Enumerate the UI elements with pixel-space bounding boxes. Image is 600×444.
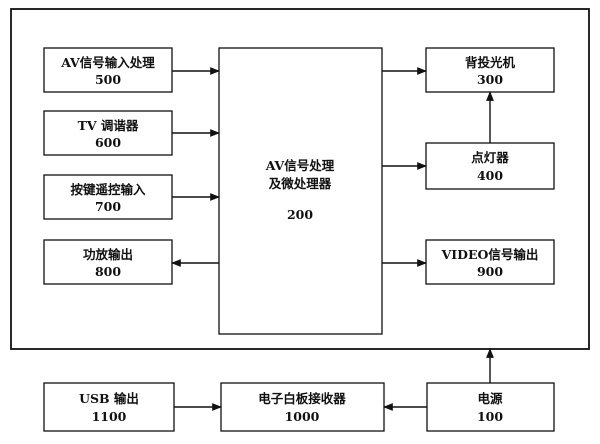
system-frame [10,8,590,350]
block-video-out-code: 900 [477,264,503,279]
block-tv-tuner: TV 调谐器 600 [43,110,173,156]
block-usb-out-code: 1100 [92,409,127,424]
block-power: 电源 100 [426,382,555,432]
block-igniter-name: 点灯器 [471,150,509,165]
block-tv-tuner-name: TV 调谐器 [78,118,139,133]
block-whiteboard-rx-name: 电子白板接收器 [258,391,346,406]
block-rear-projector-name: 背投光机 [465,55,516,70]
block-amp-out-name: 功放输出 [83,247,133,262]
block-rear-projector-code: 300 [477,72,503,87]
block-processor-name-line2: 及微处理器 [269,176,332,191]
block-processor-code: 200 [287,207,313,222]
block-usb-out-name: USB 输出 [79,391,139,406]
block-rear-projector: 背投光机 300 [425,47,555,93]
block-tv-tuner-code: 600 [95,135,121,150]
block-processor: AV信号处理 及微处理器 200 [218,47,383,335]
block-usb-out: USB 输出 1100 [43,382,175,432]
block-processor-name-line1: AV信号处理 [265,158,335,173]
block-whiteboard-rx-code: 1000 [285,409,320,424]
block-key-remote-name: 按键遥控输入 [70,182,146,197]
block-whiteboard-rx: 电子白板接收器 1000 [220,382,385,432]
block-video-out: VIDEO信号输出 900 [425,239,555,285]
block-power-name: 电源 [477,391,503,406]
block-av-input-name: AV信号输入处理 [60,55,155,70]
block-key-remote: 按键遥控输入 700 [43,174,173,220]
block-av-input: AV信号输入处理 500 [43,47,173,93]
block-amp-out-code: 800 [95,264,121,279]
block-video-out-name: VIDEO信号输出 [441,247,539,262]
block-key-remote-code: 700 [95,199,121,214]
block-amp-out: 功放输出 800 [43,239,173,285]
block-power-code: 100 [477,409,503,424]
block-av-input-code: 500 [95,72,121,87]
block-igniter: 点灯器 400 [425,142,555,190]
block-igniter-code: 400 [477,168,503,183]
